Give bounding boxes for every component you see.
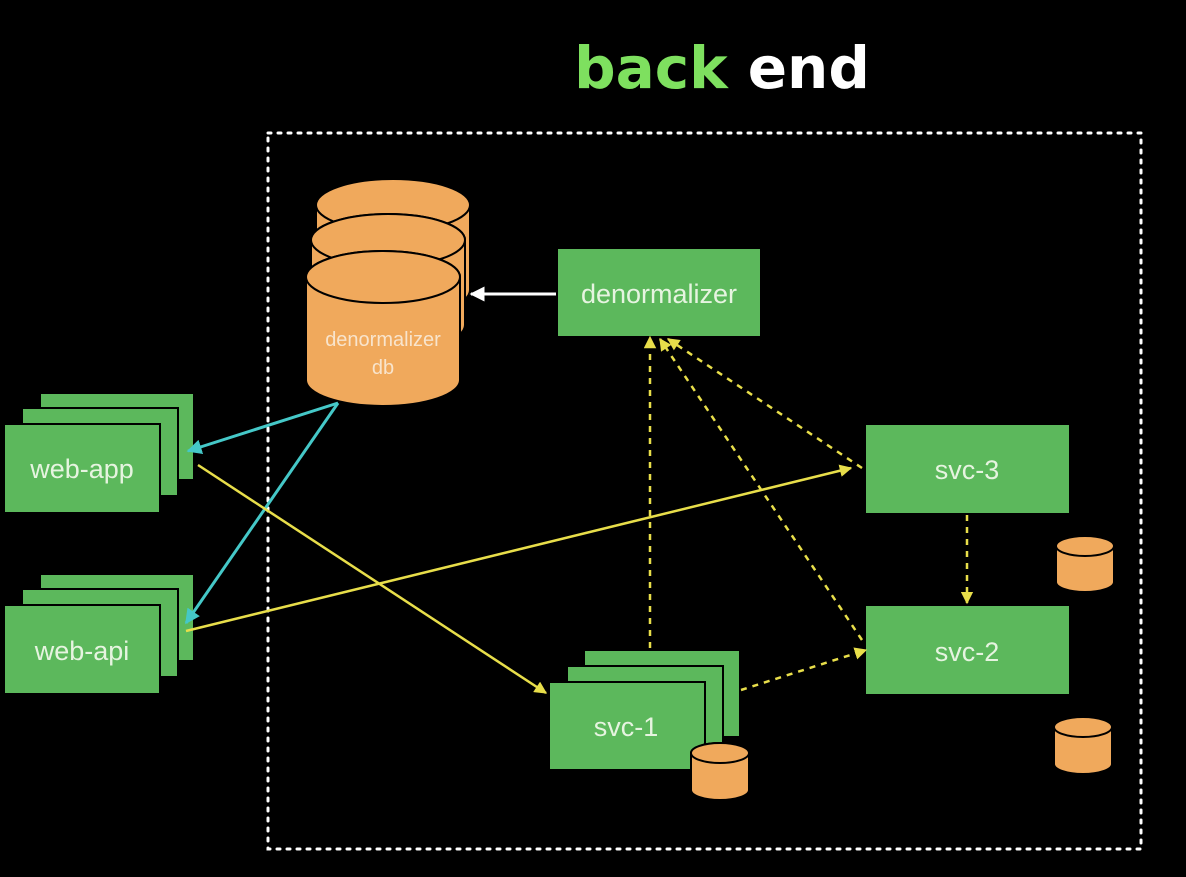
svc-1-box-front [548, 681, 706, 771]
arrow-svc-1-to-svc-2 [740, 647, 868, 692]
svc-3-label: svc-3 [935, 455, 1000, 485]
arrow-web-app-to-svc-1 [197, 463, 548, 695]
denormalizer-db-label-line1: denormalizer [325, 329, 441, 351]
arrow-svc-3-to-denormalizer [666, 337, 863, 470]
denormalizer-db-label-line2: db [372, 357, 394, 379]
svc-2-db[interactable] [1053, 716, 1113, 775]
svc-2-label: svc-2 [935, 637, 1000, 667]
svc-2-box [866, 606, 1069, 694]
db-cylinder-top [305, 250, 461, 304]
db-cylinder-top [690, 742, 750, 764]
svc-3-db[interactable] [1055, 535, 1115, 593]
svc-1-node[interactable]: svc-1 [548, 649, 741, 771]
denormalizer-label: denormalizer [581, 279, 737, 309]
arrow-web-api-to-svc-3 [185, 464, 853, 633]
arrow-svc-2-to-denormalizer [658, 337, 864, 641]
svc-2-node[interactable]: svc-2 [866, 606, 1069, 694]
web-api-box-front [3, 604, 161, 695]
svc-1-label: svc-1 [594, 712, 659, 742]
db-cylinder-top [1055, 535, 1115, 557]
title-word-end: end [748, 34, 870, 102]
backend-boundary [266, 131, 1143, 851]
denormalizer-node[interactable]: denormalizer [558, 249, 760, 336]
db-cylinder-top [1053, 716, 1113, 738]
title-word-back: back [574, 34, 729, 102]
svc-3-node[interactable]: svc-3 [866, 425, 1069, 513]
diagram-title: back end [574, 34, 870, 102]
denormalizer-db-stack[interactable]: denormalizer db [305, 178, 471, 407]
web-app-label: web-app [29, 454, 134, 484]
svc-3-box [866, 425, 1069, 513]
arrow-db-to-web-app [186, 401, 339, 455]
denormalizer-box [558, 249, 760, 336]
web-app-box-front [3, 423, 161, 514]
web-api-label: web-api [34, 636, 130, 666]
web-app-node[interactable]: web-app [3, 392, 195, 514]
arrow-db-to-web-api [184, 402, 340, 625]
web-api-node[interactable]: web-api [3, 573, 195, 695]
svc-1-db[interactable] [690, 742, 750, 801]
